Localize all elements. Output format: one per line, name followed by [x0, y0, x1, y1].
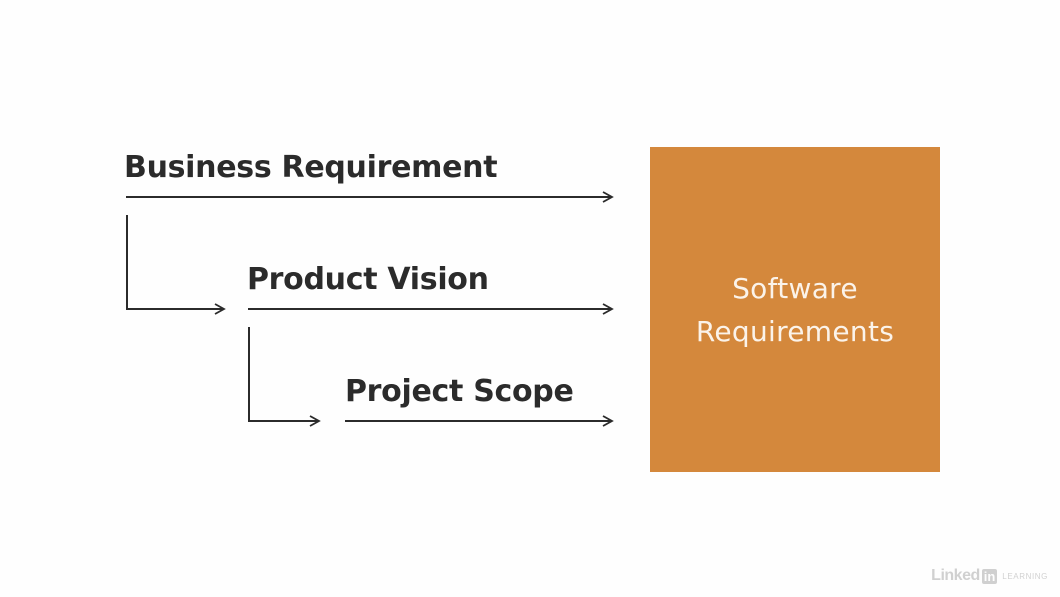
product-to-project-connector: [248, 327, 321, 427]
linkedin-learning-logo: Linked in LEARNING: [931, 567, 1048, 585]
software-requirements-line1: Software: [732, 271, 858, 305]
logo-linked-text: Linked: [931, 567, 980, 584]
software-requirements-text: Software Requirements: [696, 267, 894, 353]
software-requirements-box: Software Requirements: [650, 147, 940, 472]
project-scope-label: Project Scope: [345, 374, 574, 409]
business-to-product-connector: [126, 215, 226, 315]
logo-in-badge: in: [981, 568, 998, 584]
software-requirements-line2: Requirements: [695, 314, 895, 348]
product-vision-label: Product Vision: [247, 262, 489, 297]
business-requirement-label: Business Requirement: [124, 150, 498, 185]
logo-learning-text: LEARNING: [1002, 571, 1048, 581]
